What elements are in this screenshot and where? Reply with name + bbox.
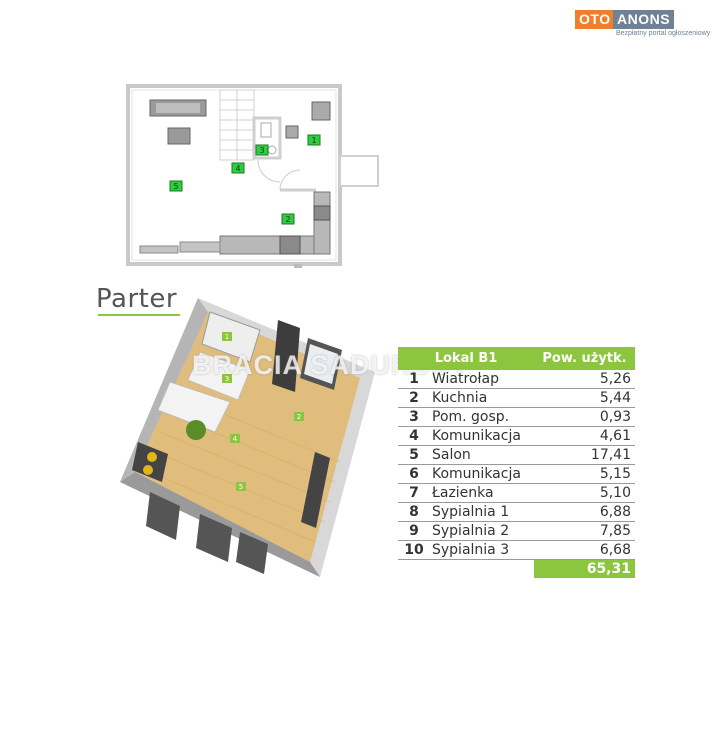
floor-title: Parter	[96, 284, 178, 314]
logo-anons: ANONS	[613, 10, 675, 29]
iso-label-4: 4	[233, 435, 238, 443]
room-name: Salon	[430, 445, 534, 465]
room-number: 1	[398, 370, 430, 389]
room-number: 3	[398, 407, 430, 427]
logo-oto: OTO	[575, 10, 615, 29]
total-area: 65,31	[533, 559, 635, 578]
plan-label-1: 1	[311, 136, 316, 145]
room-area: 6,88	[533, 502, 635, 522]
floor-plan-2d: 1 2 3 4 5	[126, 84, 379, 268]
iso-label-1: 1	[225, 333, 229, 341]
room-name: Łazienka	[430, 483, 534, 503]
room-name: Komunikacja	[430, 464, 534, 484]
room-number: 10	[398, 540, 430, 560]
room-name: Pom. gosp.	[430, 407, 534, 427]
iso-label-5: 5	[239, 483, 243, 491]
room-name: Kuchnia	[430, 388, 534, 408]
header-lokal: Lokal B1	[398, 347, 534, 370]
room-number: 6	[398, 464, 430, 484]
room-name: Sypialnia 3	[430, 540, 534, 560]
room-name: Komunikacja	[430, 426, 534, 446]
total-spacer	[398, 560, 534, 579]
room-number: 7	[398, 483, 430, 503]
room-number: 9	[398, 521, 430, 541]
floor-plan-3d: 1 2 3 4 5	[120, 298, 375, 577]
room-name: Sypialnia 2	[430, 521, 534, 541]
plan-label-4: 4	[235, 164, 240, 173]
room-area: 5,44	[533, 388, 635, 408]
room-number: 2	[398, 388, 430, 408]
room-area: 4,61	[533, 426, 635, 446]
room-number: 4	[398, 426, 430, 446]
room-area: 7,85	[533, 521, 635, 541]
room-area: 5,26	[533, 370, 635, 389]
room-area: 5,15	[533, 464, 635, 484]
iso-label-3: 3	[225, 375, 229, 383]
room-number: 5	[398, 445, 430, 465]
logo-tagline: Bezpłatny portal ogłoszeniowy	[616, 30, 711, 37]
table-header-row: Lokal B1 Pow. użytk.	[398, 347, 635, 370]
room-name: Sypialnia 1	[430, 502, 534, 522]
title-underline	[98, 314, 180, 316]
iso-label-2: 2	[297, 413, 301, 421]
otoanons-logo[interactable]: OTO ANONS Bezpłatny portal ogłoszeniowy	[575, 10, 720, 38]
plan-label-2: 2	[285, 215, 290, 224]
room-area: 6,68	[533, 540, 635, 560]
room-name: Wiatrołap	[430, 370, 534, 389]
room-area: 5,10	[533, 483, 635, 503]
room-number: 8	[398, 502, 430, 522]
room-area: 17,41	[533, 445, 635, 465]
table-total-row: 65,31	[398, 559, 635, 579]
room-area: 0,93	[533, 407, 635, 427]
plan-label-5: 5	[173, 182, 178, 191]
header-pow: Pow. użytk.	[533, 347, 635, 370]
plan-label-3: 3	[259, 146, 264, 155]
